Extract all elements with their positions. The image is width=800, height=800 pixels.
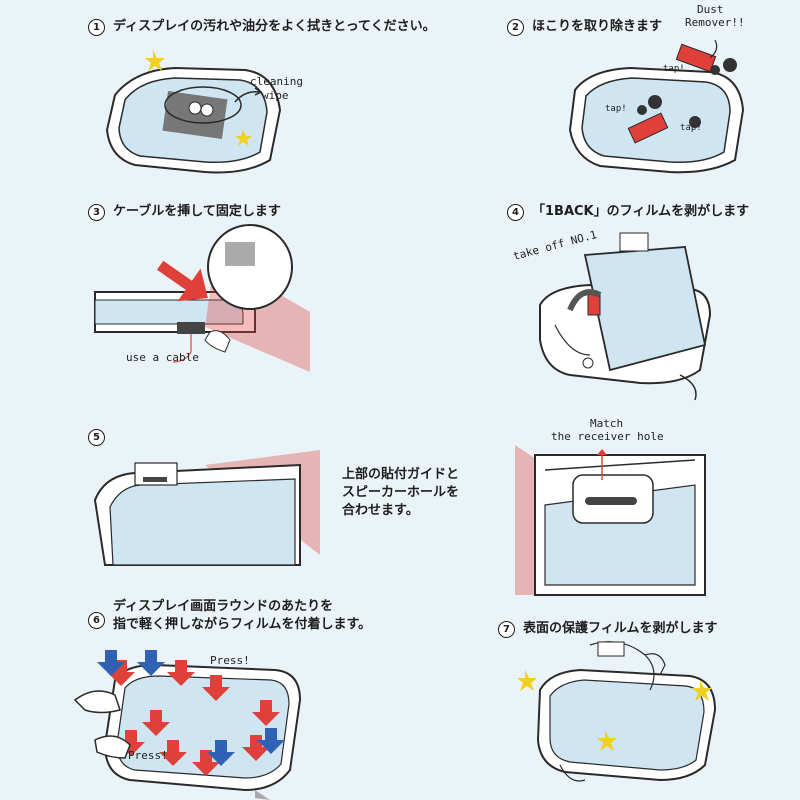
step-6-text-line-1: ディスプレイ画面ラウンドのあたりを — [113, 599, 334, 614]
step-2-tap-3: tap! — [680, 123, 702, 133]
step-4-title: 4 「1BACK」のフィルムを剥がします — [507, 203, 749, 221]
step-7-illustration — [517, 641, 717, 782]
step-2-tap-2: tap! — [605, 104, 627, 114]
step-6-title: 6 ディスプレイ画面ラウンドのあたりを 指で軽く押しながらフィルムを付着します。 — [88, 598, 371, 634]
step-6-press-label-1: Press! — [210, 654, 250, 667]
step-1-hand-label-1: cleaning — [250, 75, 303, 88]
step-2-tap-1: tap! — [663, 64, 685, 74]
step-1-text: ディスプレイの汚れや油分をよく拭きとってください。 — [113, 19, 436, 34]
step-5-illustration-right — [515, 445, 706, 596]
step-7-number: 7 — [498, 621, 515, 638]
step-5-note-line-1: 上部の貼付ガイドと — [342, 467, 460, 482]
step-5-hand-label-2: the receiver hole — [551, 430, 664, 443]
step-2-illustration — [568, 39, 745, 174]
step-7-title: 7 表面の保護フィルムを剥がします — [498, 620, 717, 638]
step-4-text: 「1BACK」のフィルムを剥がします — [532, 204, 750, 219]
step-1-hand-label-2: wipe — [262, 89, 289, 102]
step-3-hand-label: use a cable — [126, 351, 199, 364]
step-1-title: 1 ディスプレイの汚れや油分をよく拭きとってください。 — [88, 18, 436, 36]
step-2-number: 2 — [507, 19, 524, 36]
step-7-text: 表面の保護フィルムを剥がします — [523, 621, 718, 636]
step-5-note-line-2: スピーカーホールを — [342, 485, 460, 500]
step-5-illustration-left — [93, 450, 320, 566]
step-6-number: 6 — [88, 612, 105, 629]
step-2-text: ほこりを取り除きます — [532, 19, 663, 34]
step-1-illustration — [105, 50, 282, 174]
step-6-illustration — [73, 650, 302, 800]
step-2-hand-label-1: Dust — [697, 3, 724, 16]
step-5-note: 上部の貼付ガイドと スピーカーホールを 合わせます。 — [342, 466, 459, 520]
step-3-text: ケーブルを挿して固定します — [113, 204, 281, 219]
step-3-illustration — [94, 224, 310, 372]
step-5-note-line-3: 合わせます。 — [342, 503, 419, 518]
step-6-press-label-2: Press! — [128, 749, 168, 762]
step-5-hand-label-1: Match — [590, 417, 624, 430]
step-2-hand-label-2: Remover!! — [685, 16, 745, 29]
step-3-number: 3 — [88, 204, 105, 221]
step-6-text-line-2: 指で軽く押しながらフィルムを付着します。 — [113, 617, 372, 632]
step-3-title: 3 ケーブルを挿して固定します — [88, 203, 281, 221]
step-1-number: 1 — [88, 19, 105, 36]
step-4-number: 4 — [507, 204, 524, 221]
step-2-title: 2 ほこりを取り除きます — [507, 18, 662, 36]
step-5-number: 5 — [88, 429, 105, 446]
step-5-title: 5 — [88, 428, 113, 446]
step-4-illustration — [539, 232, 712, 401]
